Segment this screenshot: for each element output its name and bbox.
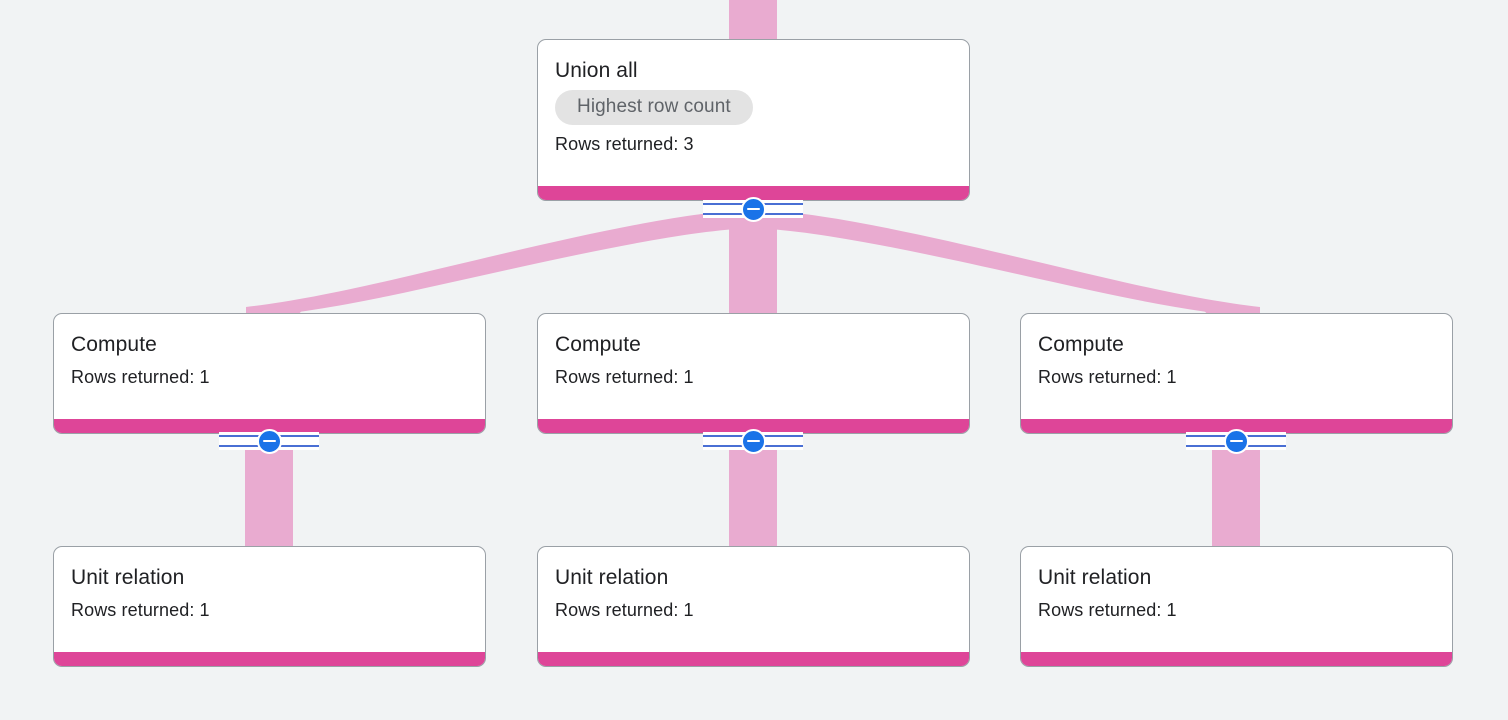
collapse-toggle-compute-2[interactable] <box>703 428 803 454</box>
minus-icon[interactable] <box>1223 428 1249 454</box>
plan-node-accent-bar <box>54 419 485 433</box>
plan-node-accent-bar <box>538 419 969 433</box>
plan-node-title: Union all <box>555 59 638 82</box>
plan-node-badge-row: Highest row count <box>555 90 952 125</box>
collapse-toggle-compute-1[interactable] <box>219 428 319 454</box>
plan-node-accent-bar <box>1021 419 1452 433</box>
rows-returned-label: Rows returned: 1 <box>71 367 210 387</box>
plan-node-accent-bar <box>1021 652 1452 666</box>
minus-icon[interactable] <box>740 428 766 454</box>
collapse-toggle-union-all[interactable] <box>703 196 803 222</box>
plan-node-accent-bar <box>538 652 969 666</box>
minus-icon[interactable] <box>740 196 766 222</box>
collapse-toggle-compute-3[interactable] <box>1186 428 1286 454</box>
edge-incoming-to-union <box>729 0 777 40</box>
edge-union-to-compute-2 <box>729 210 777 314</box>
rows-returned-label: Rows returned: 1 <box>1038 367 1177 387</box>
plan-node-title: Compute <box>555 333 641 356</box>
rows-returned-label: Rows returned: 1 <box>555 600 694 620</box>
edge-compute-2-to-unit-2 <box>729 442 777 547</box>
rows-returned-label: Rows returned: 1 <box>71 600 210 620</box>
status-badge: Highest row count <box>555 90 753 125</box>
edge-compute-1-to-unit-1 <box>245 442 293 547</box>
rows-returned-label: Rows returned: 1 <box>555 367 694 387</box>
plan-node-accent-bar <box>538 186 969 200</box>
plan-node-title: Unit relation <box>1038 566 1152 589</box>
edge-union-to-compute-1 <box>246 210 753 318</box>
plan-node-title: Compute <box>1038 333 1124 356</box>
minus-icon[interactable] <box>256 428 282 454</box>
plan-node-title: Compute <box>71 333 157 356</box>
edge-union-to-compute-3 <box>753 210 1260 318</box>
plan-node-title: Unit relation <box>555 566 669 589</box>
plan-node-title: Unit relation <box>71 566 185 589</box>
rows-returned-label: Rows returned: 1 <box>1038 600 1177 620</box>
edge-compute-3-to-unit-3 <box>1212 442 1260 547</box>
plan-node-accent-bar <box>54 652 485 666</box>
rows-returned-label: Rows returned: 3 <box>555 134 694 154</box>
